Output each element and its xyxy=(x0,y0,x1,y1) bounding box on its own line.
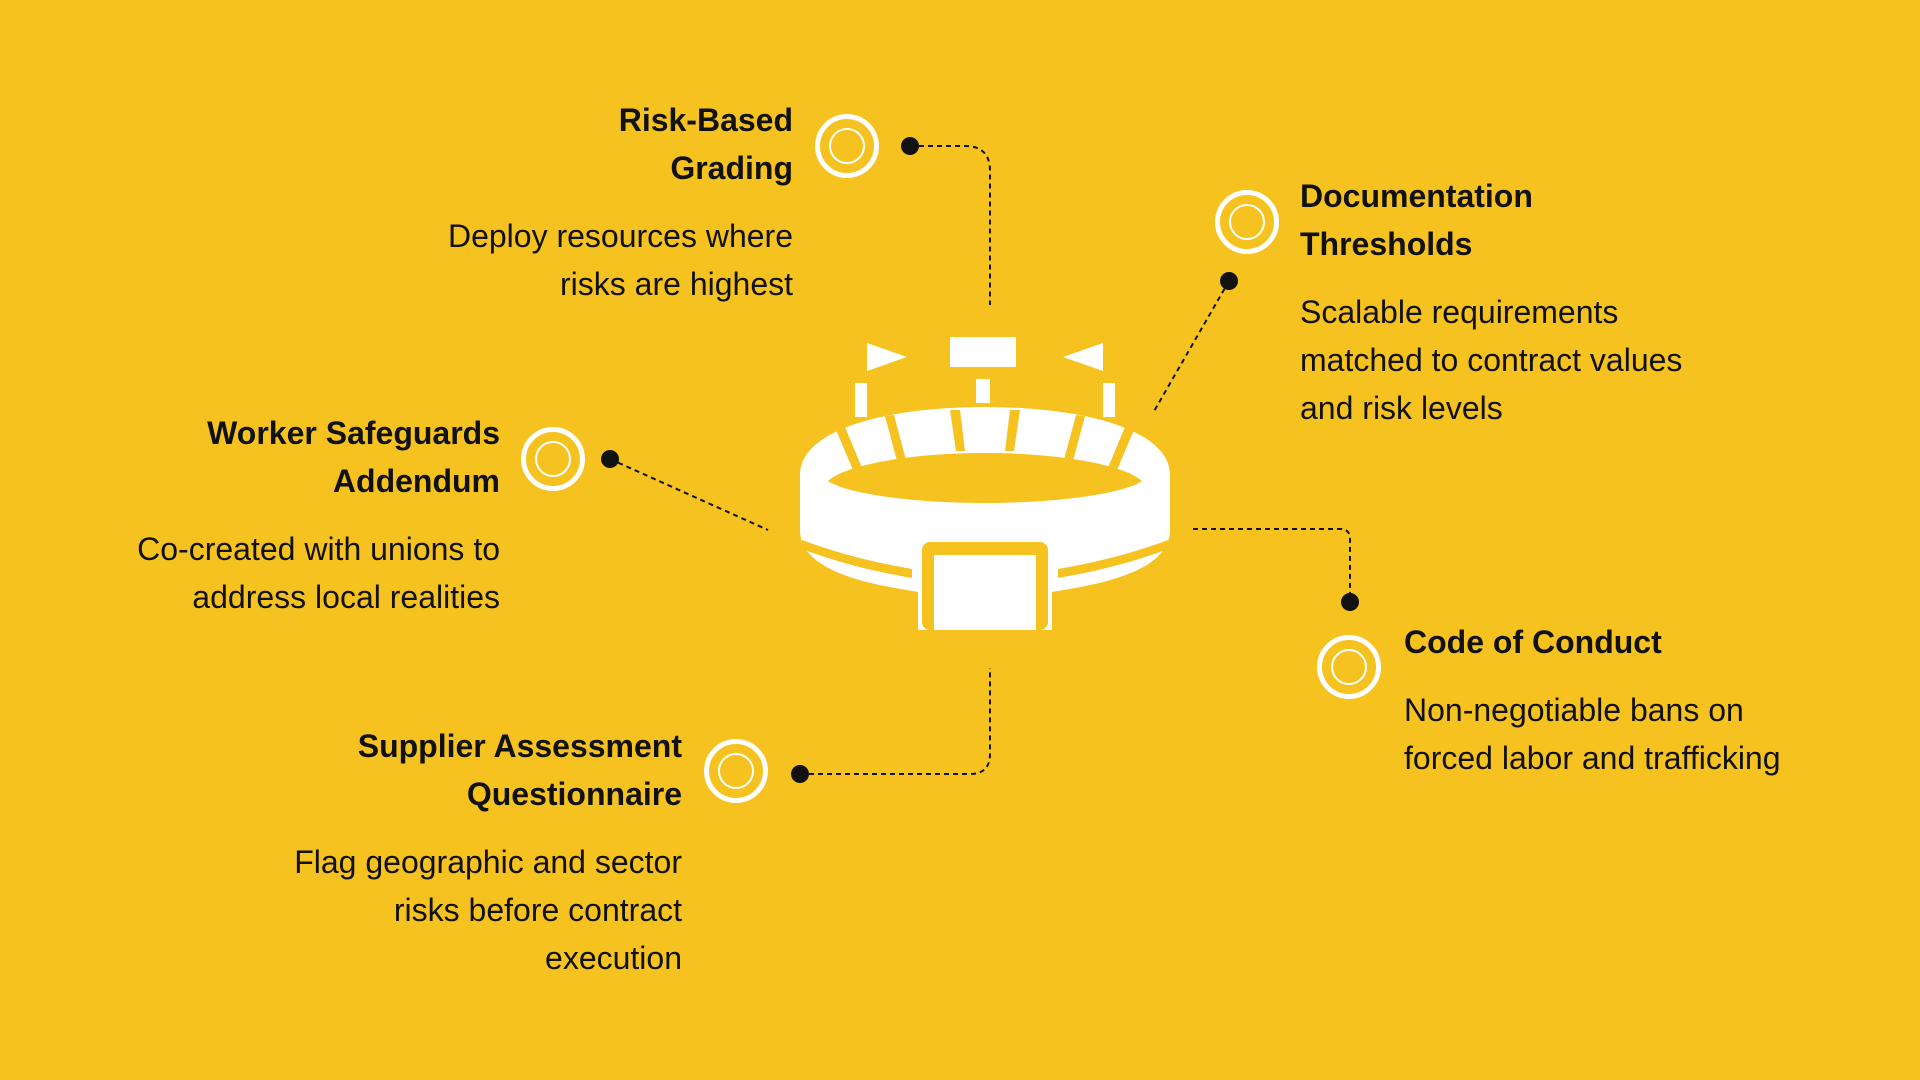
connector-supplier-assessment xyxy=(800,668,991,775)
node-documentation-thresholds xyxy=(1215,190,1279,254)
connector-dot-documentation-thresholds xyxy=(1220,272,1238,290)
node-worker-safeguards xyxy=(521,427,585,491)
connector-risk-based-grading xyxy=(910,145,991,305)
node-code-of-conduct xyxy=(1317,635,1381,699)
item-title: Code of Conduct xyxy=(1404,624,1662,660)
connector-documentation-thresholds xyxy=(1152,280,1230,414)
node-supplier-assessment xyxy=(704,739,768,803)
stadium-icon xyxy=(800,337,1170,630)
connector-dot-worker-safeguards xyxy=(601,450,619,468)
connector-worker-safeguards xyxy=(609,458,769,531)
connector-dot-supplier-assessment xyxy=(791,765,809,783)
node-risk-based-grading xyxy=(815,114,879,178)
connector-dot-code-of-conduct xyxy=(1341,593,1359,611)
connector-code-of-conduct xyxy=(1193,528,1351,602)
connector-dot-risk-based-grading xyxy=(901,137,919,155)
